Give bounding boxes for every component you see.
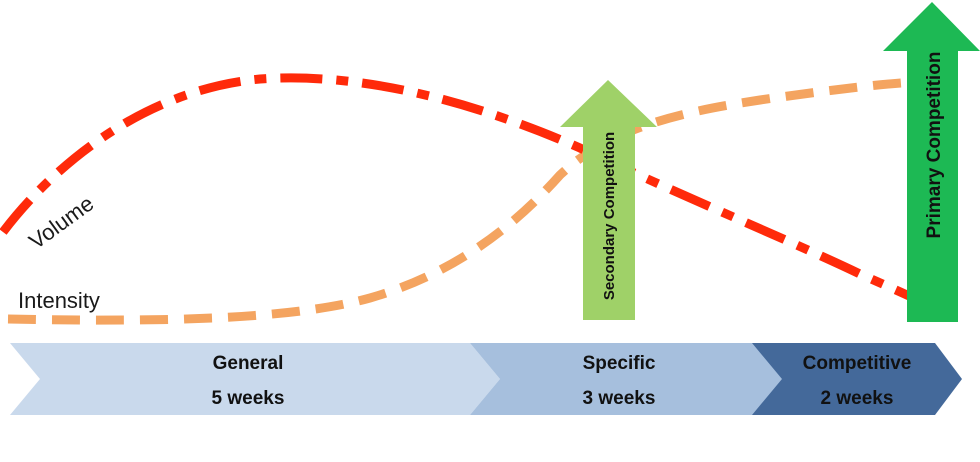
phase-general-name: General (213, 353, 284, 374)
phase-general-chevron (10, 343, 500, 415)
arrow-up-icon (560, 80, 657, 320)
phase-competitive-duration: 2 weeks (821, 388, 894, 409)
phase-general-duration: 5 weeks (212, 388, 285, 409)
phase-competitive-chevron (752, 343, 962, 415)
arrow-up-icon (883, 2, 980, 322)
phase-bar: General 5 weeks Specific 3 weeks Competi… (10, 343, 962, 415)
intensity-curve (7, 77, 916, 325)
phase-specific-chevron (470, 343, 785, 415)
phase-specific-name: Specific (583, 353, 656, 374)
intensity-label: Intensity (18, 288, 100, 313)
primary-competition-arrow: Primary Competition (883, 2, 980, 322)
phase-specific-duration: 3 weeks (583, 388, 656, 409)
volume-curve (0, 73, 953, 322)
primary-competition-label: Primary Competition (924, 52, 945, 239)
secondary-competition-arrow: Secondary Competition (560, 80, 657, 320)
secondary-competition-label: Secondary Competition (601, 132, 618, 300)
phase-competitive-name: Competitive (803, 353, 912, 374)
volume-label: Volume (24, 191, 98, 254)
